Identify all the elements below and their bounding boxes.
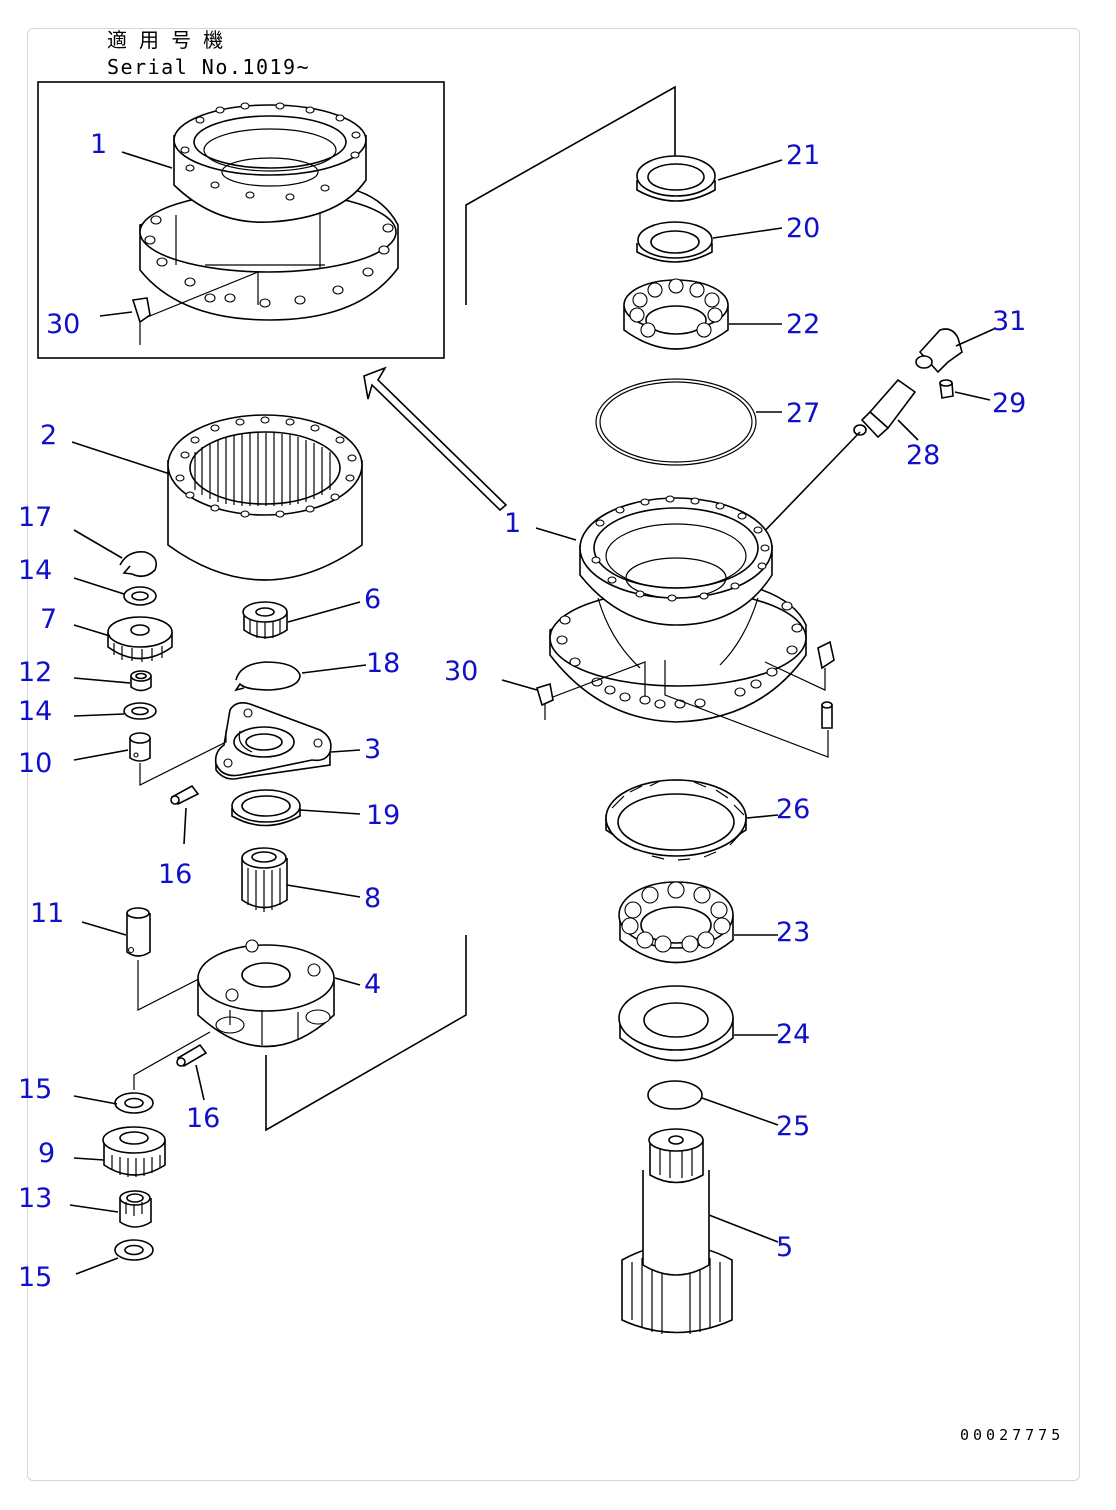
part-14-washer-a bbox=[123, 586, 157, 606]
part-16-spring-pin-b bbox=[176, 1043, 208, 1068]
inset-reference-arrow bbox=[363, 366, 508, 512]
callout-4: 4 bbox=[364, 969, 381, 1000]
callout-22: 22 bbox=[786, 309, 820, 340]
part-15-thrust-washer-b bbox=[114, 1239, 154, 1261]
part-11-shaft-pin bbox=[126, 907, 151, 957]
part-2-ring-gear bbox=[167, 414, 363, 581]
callout-12: 12 bbox=[18, 657, 52, 688]
callout-2: 2 bbox=[40, 420, 57, 451]
callout-15-b: 15 bbox=[18, 1262, 52, 1293]
part-10-pin bbox=[129, 732, 151, 762]
part-13-bushing bbox=[119, 1190, 152, 1228]
drawing-number: 00027775 bbox=[960, 1426, 1064, 1444]
part-1-swing-case bbox=[536, 495, 835, 758]
callout-28: 28 bbox=[906, 440, 940, 471]
part-18-snap-ring bbox=[234, 661, 301, 692]
part-28-pipe bbox=[853, 378, 917, 439]
callout-29: 29 bbox=[992, 388, 1026, 419]
callout-14-a: 14 bbox=[18, 555, 52, 586]
callout-7: 7 bbox=[40, 604, 57, 635]
part-3-carrier bbox=[214, 702, 332, 780]
inset-case-part bbox=[131, 102, 399, 345]
callout-16-b: 16 bbox=[186, 1103, 220, 1134]
callout-1-inset: 1 bbox=[90, 129, 107, 160]
serial-number-label: Serial No.1019~ bbox=[107, 55, 310, 79]
callout-15-a: 15 bbox=[18, 1074, 52, 1105]
callout-6: 6 bbox=[364, 584, 381, 615]
callout-27: 27 bbox=[786, 398, 820, 429]
part-9-planet-gear bbox=[102, 1126, 166, 1177]
callout-17: 17 bbox=[18, 502, 52, 533]
part-20-spacer bbox=[636, 221, 713, 263]
part-17-snap-ring bbox=[119, 550, 158, 578]
applicable-serial-jp-label: 適 用 号 機 bbox=[107, 28, 223, 52]
part-7-planet-gear bbox=[107, 616, 173, 662]
callout-11: 11 bbox=[30, 898, 64, 929]
callout-23: 23 bbox=[776, 917, 810, 948]
callout-26: 26 bbox=[776, 794, 810, 825]
part-12-bushing bbox=[130, 670, 152, 692]
callout-1-main: 1 bbox=[504, 508, 521, 539]
callout-18: 18 bbox=[366, 648, 400, 679]
part-27-o-ring bbox=[595, 378, 757, 466]
part-23-bearing bbox=[618, 881, 734, 964]
part-29-plug bbox=[939, 379, 954, 399]
callout-9: 9 bbox=[38, 1138, 55, 1169]
part-21-seal bbox=[636, 155, 716, 202]
callout-24: 24 bbox=[776, 1019, 810, 1050]
callout-3: 3 bbox=[364, 734, 381, 765]
part-31-elbow bbox=[915, 328, 963, 374]
callout-10: 10 bbox=[18, 748, 52, 779]
part-14-washer-b bbox=[123, 702, 157, 720]
part-26-ring bbox=[605, 779, 747, 861]
callout-19: 19 bbox=[366, 800, 400, 831]
callout-30-inset: 30 bbox=[46, 309, 80, 340]
callout-16-a: 16 bbox=[158, 859, 192, 890]
callout-25: 25 bbox=[776, 1111, 810, 1142]
callout-20: 20 bbox=[786, 213, 820, 244]
callout-13: 13 bbox=[18, 1183, 52, 1214]
part-6-needle-bearing bbox=[242, 601, 288, 639]
callout-5: 5 bbox=[776, 1232, 793, 1263]
part-15-thrust-washer-a bbox=[114, 1092, 154, 1114]
part-24-collar bbox=[618, 985, 734, 1062]
part-8-sun-gear bbox=[241, 847, 288, 912]
callout-21: 21 bbox=[786, 140, 820, 171]
callout-8: 8 bbox=[364, 883, 381, 914]
inset-box bbox=[37, 81, 445, 359]
callout-31: 31 bbox=[992, 306, 1026, 337]
part-5-pinion-shaft bbox=[621, 1128, 733, 1334]
part-4-carrier bbox=[197, 939, 335, 1048]
part-19-thrust-washer bbox=[231, 789, 301, 827]
part-16-spring-pin-a bbox=[170, 784, 200, 805]
part-22-bearing bbox=[623, 278, 729, 350]
part-25-disc bbox=[647, 1080, 703, 1110]
callout-30-main: 30 bbox=[444, 656, 478, 687]
callout-14-b: 14 bbox=[18, 696, 52, 727]
